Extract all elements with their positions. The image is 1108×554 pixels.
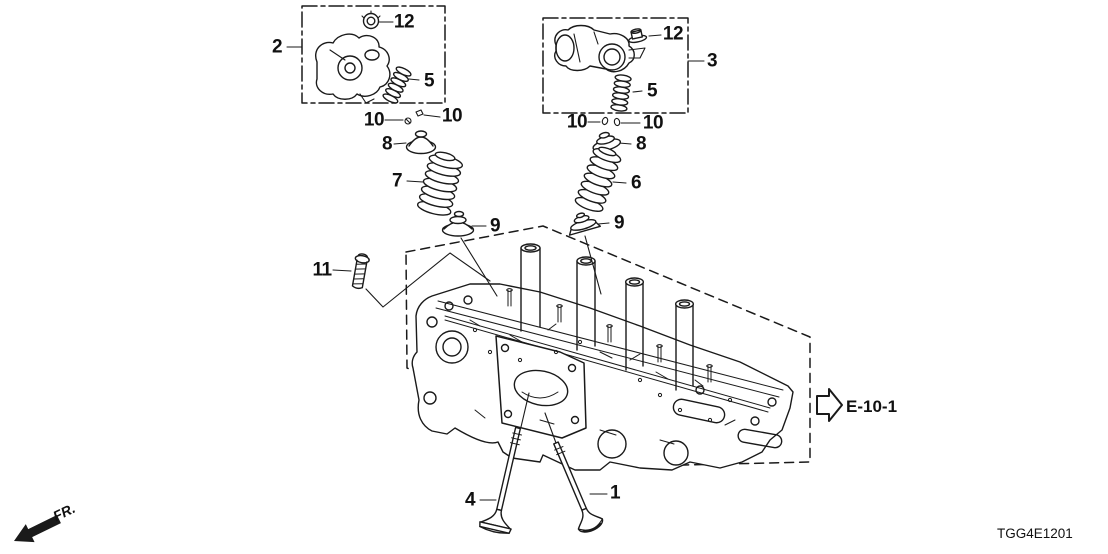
cylinder-head-boundary (405, 225, 811, 467)
part-label-5-b[interactable]: 5 (646, 80, 658, 102)
engine-block-reference[interactable]: E-10-1 (846, 397, 898, 416)
part-label-1[interactable]: 1 (609, 482, 621, 504)
valve-cotter-icons-left (404, 109, 424, 125)
front-direction-arrow-icon (14, 515, 61, 543)
spark-plug-tubes (520, 243, 695, 391)
valve-exhaust-icon (553, 441, 604, 533)
nut-icon-exhaust (628, 28, 648, 44)
valve-cotter-icons-right (601, 116, 621, 127)
part-label-12-a[interactable]: 12 (393, 11, 415, 33)
part-label-10-a[interactable]: 10 (363, 109, 385, 131)
part-label-10-b[interactable]: 10 (441, 105, 463, 127)
rocker-assembly-intake-box (301, 5, 446, 104)
part-label-4[interactable]: 4 (464, 489, 476, 511)
lost-motion-spring-exhaust-icon (610, 74, 632, 112)
rocker-arm-intake-icon (315, 33, 391, 104)
cylinder-head-art (411, 243, 794, 471)
stud-bolt-icon (351, 253, 370, 290)
valve-intake-icon (479, 426, 523, 534)
reference-arrow-icon (816, 388, 843, 422)
part-label-10-c[interactable]: 10 (566, 111, 588, 133)
part-label-10-d[interactable]: 10 (642, 112, 664, 134)
valve-spring-exhaust-icon (574, 146, 622, 212)
part-label-9-a[interactable]: 9 (489, 215, 501, 237)
spring-seat-left-icon (441, 210, 475, 237)
rocker-assembly-exhaust-box (542, 17, 689, 114)
lost-motion-spring-intake-icon (382, 66, 412, 104)
part-label-12-b[interactable]: 12 (662, 23, 684, 45)
part-label-7[interactable]: 7 (391, 170, 403, 192)
part-label-3[interactable]: 3 (706, 50, 718, 72)
part-label-8-b[interactable]: 8 (635, 133, 647, 155)
part-label-9-b[interactable]: 9 (613, 212, 625, 234)
spring-seat-right-icon (568, 212, 602, 236)
part-label-8-a[interactable]: 8 (381, 133, 393, 155)
valve-spring-intake-icon (416, 151, 464, 216)
part-label-11[interactable]: 11 (312, 259, 332, 281)
nut-icon-intake (361, 10, 381, 30)
part-label-5-a[interactable]: 5 (423, 70, 435, 92)
rocker-arm-exhaust-icon (554, 24, 646, 73)
leader-lines (286, 21, 705, 501)
part-label-6[interactable]: 6 (630, 172, 642, 194)
spring-retainer-left-icon (405, 130, 437, 155)
diagram-code: TGG4E1201 (997, 526, 1073, 541)
part-label-2[interactable]: 2 (271, 36, 283, 58)
